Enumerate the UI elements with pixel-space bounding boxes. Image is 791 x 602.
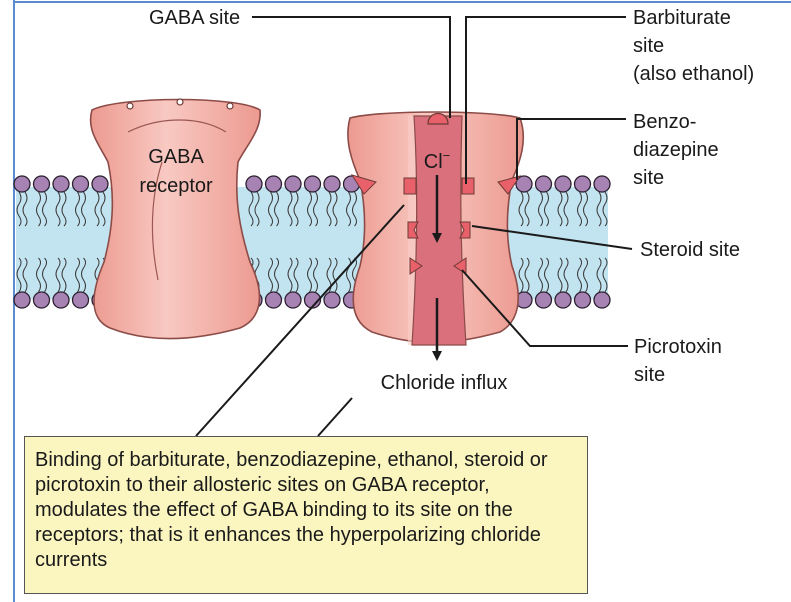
phospholipid-head-icon — [14, 176, 30, 192]
barbiturate-label-line1: Barbiturate — [633, 7, 731, 29]
phospholipid-head-icon — [555, 292, 571, 308]
phospholipid-head-icon — [34, 176, 50, 192]
phospholipid-head-icon — [555, 176, 571, 192]
phospholipid-head-icon — [575, 292, 591, 308]
benzodiazepine-label-line3: site — [633, 167, 664, 189]
picrotoxin-label-line1: Picrotoxin — [634, 336, 722, 358]
gaba-site-leader — [252, 17, 450, 118]
phospholipid-head-icon — [324, 292, 340, 308]
gaba-site-label: GABA site — [149, 7, 240, 29]
benzodiazepine-label-line1: Benzo- — [633, 111, 696, 133]
phospholipid-head-icon — [73, 292, 89, 308]
benzodiazepine-site-leader — [517, 119, 626, 180]
chloride-influx-label: Chloride influx — [381, 372, 508, 394]
phospholipid-head-icon — [575, 176, 591, 192]
phospholipid-head-icon — [266, 176, 282, 192]
phospholipid-head-icon — [594, 176, 610, 192]
phospholipid-head-icon — [305, 176, 321, 192]
barbiturate-site-left — [404, 178, 416, 194]
steroid-site-label: Steroid site — [640, 239, 740, 261]
phospholipid-head-icon — [246, 176, 262, 192]
phospholipid-head-icon — [14, 292, 30, 308]
phospholipid-head-icon — [324, 176, 340, 192]
phospholipid-head-icon — [53, 176, 69, 192]
callout-leader-to-influx — [318, 398, 352, 436]
receptor-label-line1: GABA — [148, 146, 204, 168]
barbiturate-site-right — [462, 178, 474, 194]
phospholipid-head-icon — [536, 176, 552, 192]
phospholipid-head-icon — [266, 292, 282, 308]
picrotoxin-label-line2: site — [634, 364, 665, 386]
explanation-callout: Binding of barbiturate, benzodiazepine, … — [24, 436, 588, 594]
phospholipid-head-icon — [53, 292, 69, 308]
benzodiazepine-label-line2: diazepine — [633, 139, 719, 161]
phospholipid-head-icon — [92, 176, 108, 192]
receptor-label-line2: receptor — [139, 175, 213, 197]
phospholipid-head-icon — [536, 292, 552, 308]
phospholipid-head-icon — [34, 292, 50, 308]
phospholipid-head-icon — [73, 176, 89, 192]
phospholipid-head-icon — [594, 292, 610, 308]
barbiturate-label-line2: site — [633, 35, 664, 57]
phospholipid-head-icon — [285, 176, 301, 192]
phospholipid-head-icon — [285, 292, 301, 308]
gaba-receptor-protein — [91, 99, 261, 339]
barbiturate-label-line3: (also ethanol) — [633, 63, 754, 85]
